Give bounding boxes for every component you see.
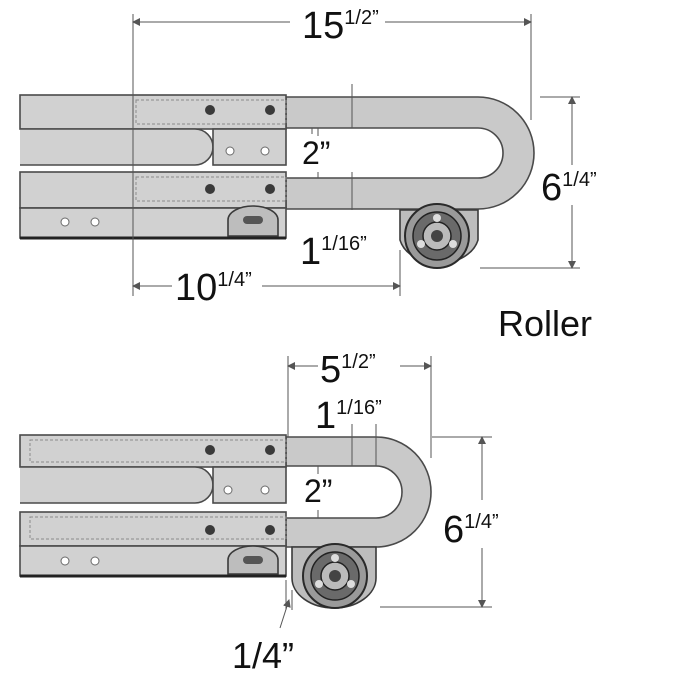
bottom-u-bend (285, 436, 432, 548)
top-upper-rail (19, 94, 287, 130)
bolt (205, 525, 215, 535)
dim-height-bottom: 61/4” (380, 436, 499, 608)
hole (90, 556, 100, 566)
bottom-inner-block (212, 466, 287, 504)
dim-gap-bottom: 2” (304, 466, 332, 518)
top-inner-channel (20, 128, 214, 166)
dim-offset-bottom: 1/4” (232, 580, 294, 676)
bracket-slot (243, 556, 263, 564)
hole (260, 485, 270, 495)
dim-width-bottom: 51/2” (287, 349, 432, 458)
hole (90, 217, 100, 227)
bottom-upper-rail-hidden-line (29, 439, 287, 463)
bottom-lower-rail-hidden-line (29, 516, 287, 540)
dim-text: 1/4” (232, 635, 294, 676)
top-inner-block (212, 128, 287, 166)
dim-height-top: 61/4” (480, 96, 597, 269)
top-upper-rail-hidden-line (135, 99, 287, 125)
dim-tube-top: 11/16” (300, 231, 367, 273)
top-roller-wheel (399, 203, 479, 269)
bolt (265, 184, 275, 194)
roller-label: Roller (498, 303, 592, 344)
hole (260, 146, 270, 156)
dim-text: 61/4” (443, 509, 499, 551)
bracket-slot (243, 216, 263, 224)
bolt (205, 184, 215, 194)
hole (225, 146, 235, 156)
top-lower-rail-hidden-line (135, 176, 287, 202)
dim-text: 101/4” (175, 267, 252, 309)
dim-tube-bottom: 11/16” (315, 395, 382, 466)
bolt (265, 445, 275, 455)
dim-text: 11/16” (300, 231, 367, 273)
bolt (205, 105, 215, 115)
dim-text: 2” (302, 135, 330, 171)
bolt (265, 525, 275, 535)
top-u-bend (285, 96, 535, 210)
dim-text: 11/16” (315, 395, 382, 437)
bottom-assembly: 51/2” 11/16” 2” 61/4” (19, 349, 499, 676)
dim-offset: 101/4” (132, 250, 401, 309)
bolt (205, 445, 215, 455)
hole (223, 485, 233, 495)
bottom-roller-wheel (291, 543, 377, 609)
dim-overall-width: 151/2” (132, 5, 532, 296)
dim-text: 51/2” (320, 349, 376, 391)
hole (60, 217, 70, 227)
bolt (265, 105, 275, 115)
dim-gap-top: 2” (302, 84, 353, 210)
bottom-inner-channel (20, 466, 214, 504)
dim-text: 61/4” (541, 167, 597, 209)
dim-text: 2” (304, 473, 332, 509)
top-assembly: 151/2” 61/4” 2” 11/16” (19, 5, 597, 344)
hole (60, 556, 70, 566)
dim-text: 151/2” (302, 5, 379, 47)
